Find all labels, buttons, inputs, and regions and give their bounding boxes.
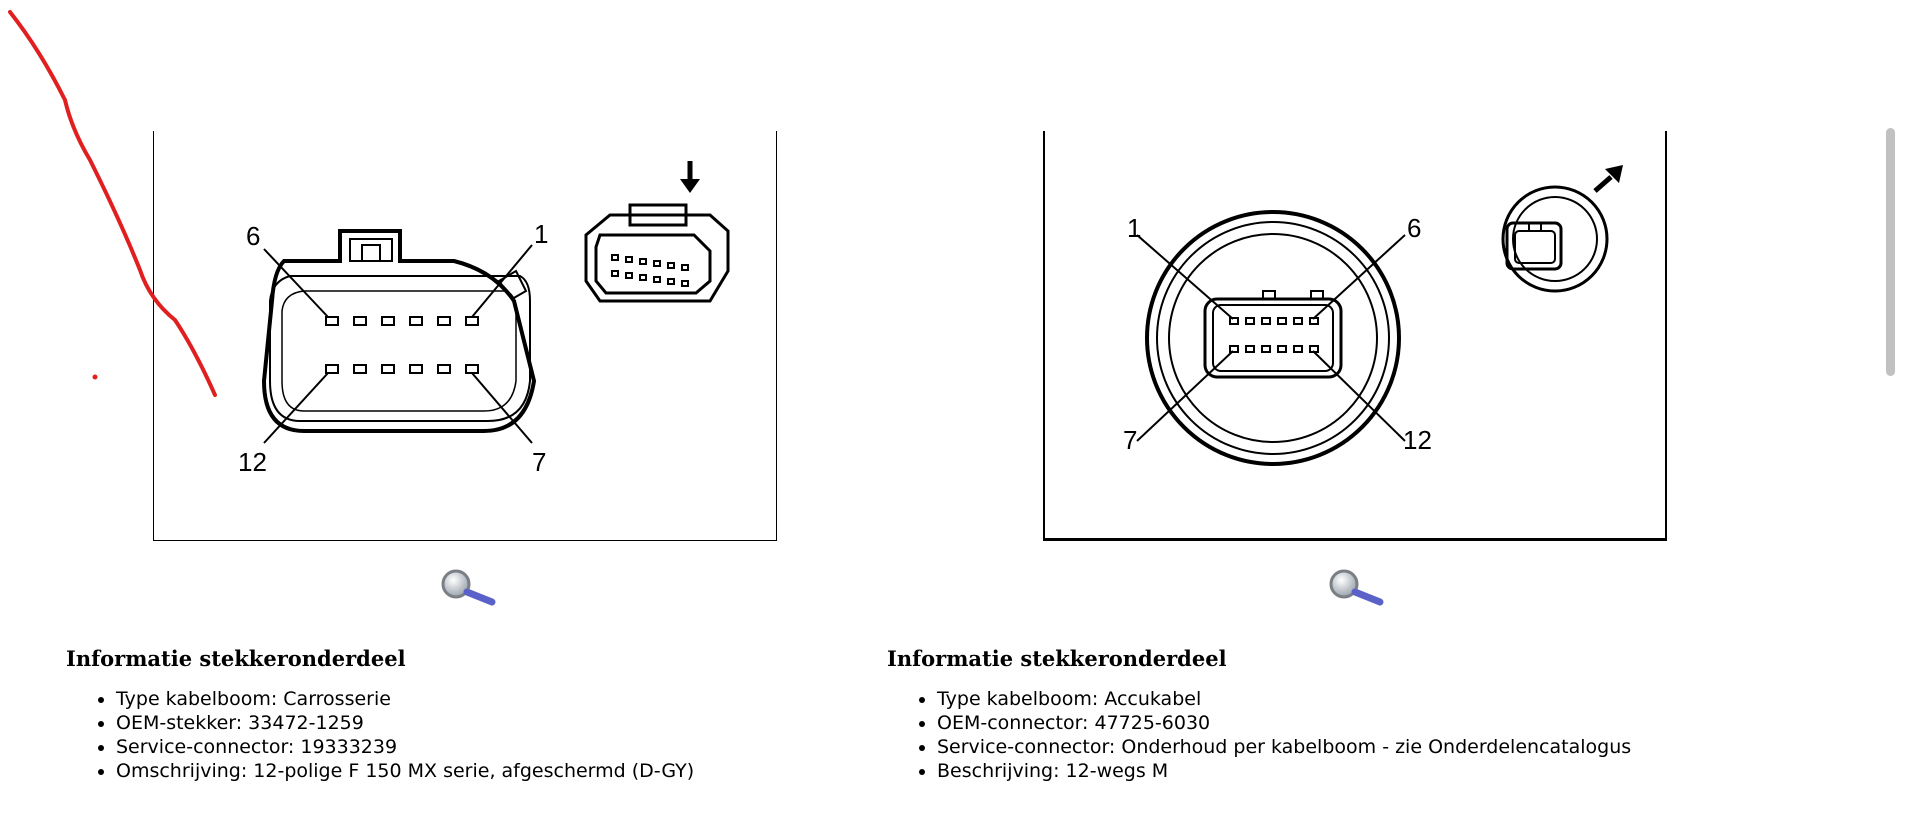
scrollbar-thumb[interactable] [1886, 128, 1895, 376]
list-item: Type kabelboom: Carrosserie [116, 687, 694, 711]
info-title: Informatie stekkeronderdeel [887, 646, 1227, 671]
list-item: Service-connector: 19333239 [116, 735, 694, 759]
list-item: OEM-stekker: 33472-1259 [116, 711, 694, 735]
pin-label-12: 12 [1403, 425, 1432, 455]
arrow-down-icon [680, 161, 700, 193]
pin-label-1: 1 [534, 219, 548, 249]
pin-label-6: 6 [1407, 213, 1421, 243]
connector-info-right: Informatie stekkeronderdeel Type kabelbo… [887, 646, 1631, 783]
info-list: Type kabelboom: Accukabel OEM-connector:… [887, 687, 1631, 783]
annotation-dot [92, 374, 98, 380]
list-item: Type kabelboom: Accukabel [937, 687, 1631, 711]
connector-diagram-left: 6 1 12 7 [153, 131, 777, 541]
connector-face-left: 6 1 12 7 [238, 161, 730, 477]
list-item: Omschrijving: 12-polige F 150 MX serie, … [116, 759, 694, 783]
info-title: Informatie stekkeronderdeel [66, 646, 406, 671]
connector-3d-view-left [584, 203, 730, 303]
arrow-up-right-icon [1593, 165, 1623, 193]
info-list: Type kabelboom: Carrosserie OEM-stekker:… [66, 687, 694, 783]
connector-face-right: 1 6 7 12 [1123, 165, 1623, 466]
magnifier-icon[interactable] [438, 566, 498, 610]
connector-3d-view-right [1501, 185, 1609, 293]
list-item: OEM-connector: 47725-6030 [937, 711, 1631, 735]
pin-label-7: 7 [532, 447, 546, 477]
pin-label-7: 7 [1123, 425, 1137, 455]
connector-info-left: Informatie stekkeronderdeel Type kabelbo… [66, 646, 694, 783]
list-item: Service-connector: Onderhoud per kabelbo… [937, 735, 1631, 759]
pin-label-12: 12 [238, 447, 267, 477]
connector-diagram-right: 1 6 7 12 [1043, 131, 1667, 541]
magnifier-icon[interactable] [1326, 566, 1386, 610]
pin-label-1: 1 [1127, 213, 1141, 243]
pin-label-6: 6 [246, 221, 260, 251]
list-item: Beschrijving: 12-wegs M [937, 759, 1631, 783]
